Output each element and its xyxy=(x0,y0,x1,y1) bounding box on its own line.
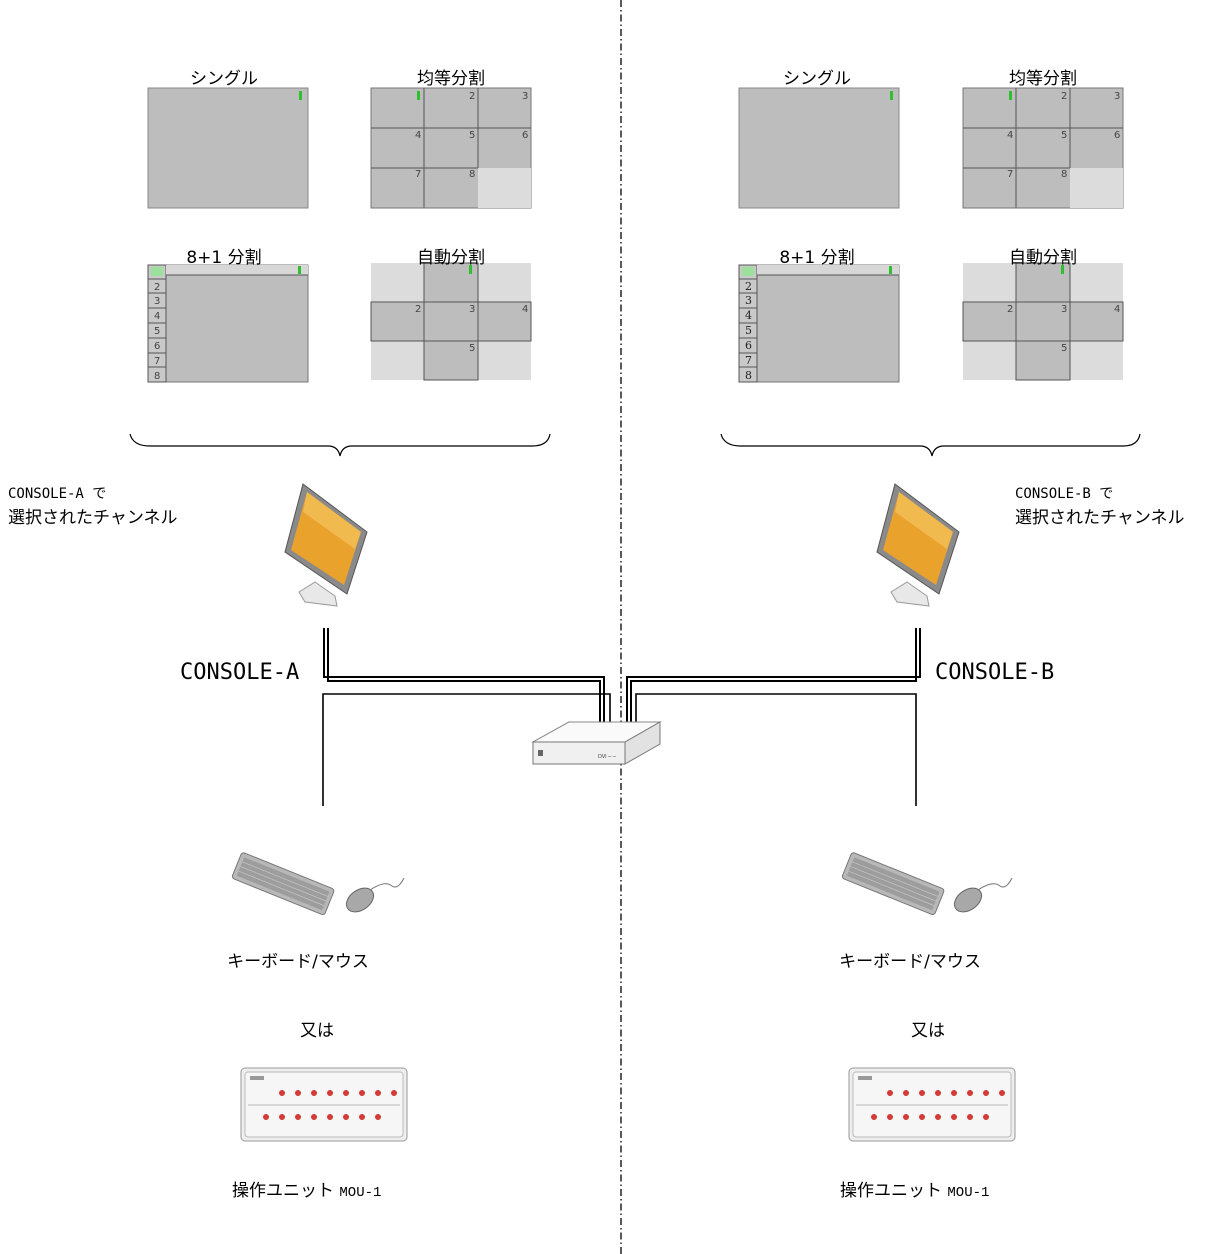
left-or-label: 又は xyxy=(300,1021,334,1041)
left-monitor-icon xyxy=(284,483,368,607)
svg-text:5: 5 xyxy=(1061,343,1067,354)
svg-text:5: 5 xyxy=(469,130,475,141)
svg-text:7: 7 xyxy=(1007,169,1013,180)
left-caption-line1: CONSOLE-A で xyxy=(8,486,107,502)
svg-text:4: 4 xyxy=(154,311,160,322)
svg-text:DVI ─ ─: DVI ─ ─ xyxy=(598,754,617,760)
left-layout-eight-plus-one-title: 8+1 分割 xyxy=(186,248,262,268)
left-mouse-icon xyxy=(345,877,405,913)
left-caption-line2: 選択されたチャンネル xyxy=(8,508,178,528)
svg-text:5: 5 xyxy=(154,326,160,337)
svg-text:3: 3 xyxy=(1114,91,1120,102)
svg-text:2: 2 xyxy=(154,282,160,293)
svg-text:5: 5 xyxy=(1061,130,1067,141)
kvm-switch-device: DVI ─ ─ xyxy=(531,721,662,765)
left-layout-single-title: シングル xyxy=(190,69,258,89)
left-single-thumbnail xyxy=(147,87,309,209)
svg-text:8: 8 xyxy=(469,169,475,180)
svg-text:3: 3 xyxy=(469,304,475,315)
svg-text:7: 7 xyxy=(415,169,421,180)
svg-text:5: 5 xyxy=(469,343,475,354)
right-brace xyxy=(720,433,1141,457)
right-operation-unit-label: 操作ユニット MOU-1 xyxy=(840,1176,989,1201)
svg-text:6: 6 xyxy=(745,339,752,352)
svg-text:6: 6 xyxy=(1114,130,1120,141)
right-auto-thumbnail: 2 3 4 5 xyxy=(962,262,1124,381)
console-a-label: CONSOLE-A xyxy=(180,660,300,685)
svg-text:2: 2 xyxy=(469,91,475,102)
svg-text:2: 2 xyxy=(1061,91,1067,102)
right-unit-model: MOU-1 xyxy=(947,1185,990,1201)
left-auto-thumbnail: 2 3 4 5 xyxy=(370,262,532,381)
svg-text:4: 4 xyxy=(522,304,528,315)
right-operation-unit-icon xyxy=(848,1067,1016,1142)
right-caption-line2: 選択されたチャンネル xyxy=(1015,508,1185,528)
svg-text:4: 4 xyxy=(415,130,421,141)
right-layout-equal-title: 均等分割 xyxy=(1009,69,1077,89)
right-layout-eight-plus-one-title: 8+1 分割 xyxy=(779,248,855,268)
right-layout-single-title: シングル xyxy=(783,69,851,89)
left-cables xyxy=(322,628,611,806)
left-equal-thumbnail: 2 3 4 5 6 7 8 xyxy=(370,87,532,209)
svg-text:4: 4 xyxy=(1114,304,1120,315)
right-caption-line1: CONSOLE-B で xyxy=(1015,486,1114,502)
svg-text:8: 8 xyxy=(1061,169,1067,180)
right-unit-name: 操作ユニット xyxy=(840,1181,942,1201)
svg-text:3: 3 xyxy=(522,91,528,102)
svg-text:2: 2 xyxy=(745,280,752,293)
svg-text:2: 2 xyxy=(1007,304,1013,315)
left-operation-unit-label: 操作ユニット MOU-1 xyxy=(232,1176,381,1201)
left-layout-auto-title: 自動分割 xyxy=(417,248,485,268)
svg-text:3: 3 xyxy=(1061,304,1067,315)
left-channel-caption: CONSOLE-A で 選択されたチャンネル xyxy=(8,482,178,530)
svg-text:3: 3 xyxy=(154,296,160,307)
left-keyboard-icon xyxy=(231,852,335,916)
right-channel-caption: CONSOLE-B で 選択されたチャンネル xyxy=(1015,482,1185,530)
right-monitor-icon xyxy=(876,483,960,607)
svg-text:2: 2 xyxy=(415,304,421,315)
svg-text:6: 6 xyxy=(154,341,160,352)
svg-text:7: 7 xyxy=(745,354,752,367)
console-b-label: CONSOLE-B xyxy=(935,660,1055,685)
left-unit-model: MOU-1 xyxy=(339,1185,382,1201)
svg-text:5: 5 xyxy=(745,324,752,337)
svg-text:4: 4 xyxy=(1007,130,1013,141)
svg-text:8: 8 xyxy=(745,369,752,382)
svg-text:4: 4 xyxy=(745,309,752,322)
left-keyboard-mouse-label: キーボード/マウス xyxy=(227,952,369,972)
left-brace xyxy=(129,433,551,457)
svg-text:3: 3 xyxy=(745,294,752,307)
right-single-thumbnail xyxy=(738,87,900,209)
left-eight-plus-one-thumbnail: 2 3 4 5 6 7 8 xyxy=(147,264,309,383)
right-layout-auto-title: 自動分割 xyxy=(1009,248,1077,268)
right-or-label: 又は xyxy=(911,1021,945,1041)
svg-text:7: 7 xyxy=(154,356,160,367)
right-mouse-icon xyxy=(953,877,1013,913)
right-keyboard-mouse-label: キーボード/マウス xyxy=(839,952,981,972)
left-operation-unit-icon xyxy=(240,1067,408,1142)
right-equal-thumbnail: 2 3 4 5 6 7 8 xyxy=(962,87,1124,209)
left-unit-name: 操作ユニット xyxy=(232,1181,334,1201)
right-eight-plus-one-thumbnail: 23 4 5 6 7 8 xyxy=(738,264,900,383)
svg-text:8: 8 xyxy=(154,371,160,382)
left-layout-equal-title: 均等分割 xyxy=(417,69,485,89)
right-keyboard-icon xyxy=(841,852,945,916)
svg-text:6: 6 xyxy=(522,130,528,141)
right-cables xyxy=(626,628,921,806)
